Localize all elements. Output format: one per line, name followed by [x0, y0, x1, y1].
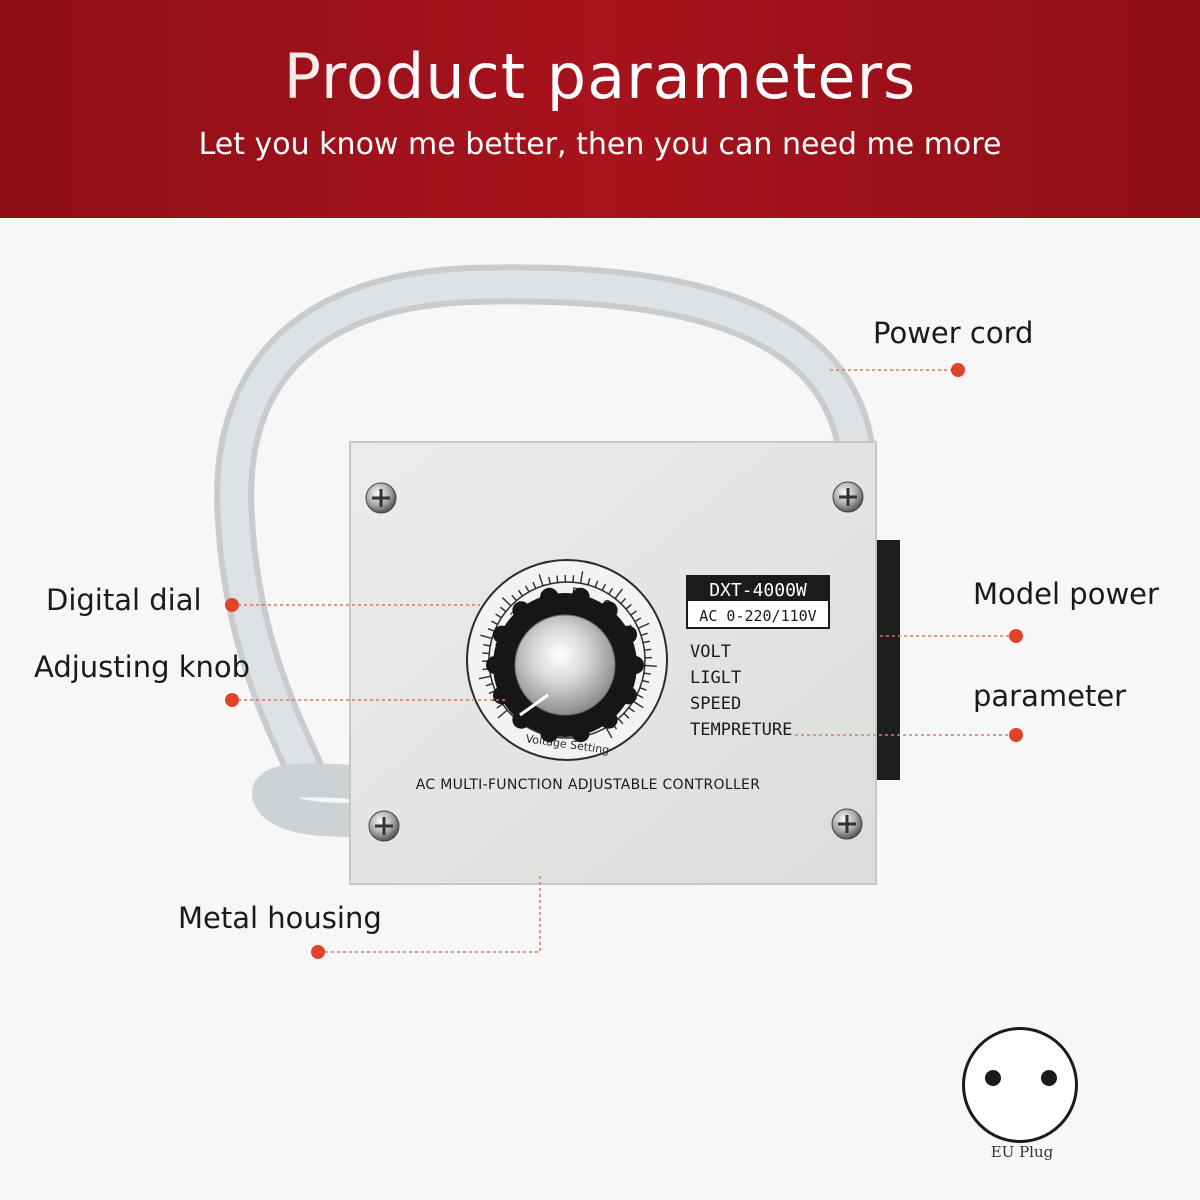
dial-tick — [642, 640, 651, 644]
dial-tick — [483, 643, 491, 647]
knob-ridge — [626, 656, 644, 674]
model-label: DXT-4000W AC 0-220/110V — [686, 575, 830, 629]
function-volt: VOLT — [690, 642, 731, 662]
dial-tick — [639, 687, 647, 691]
plug-label: EU Plug — [990, 1143, 1054, 1161]
header-banner: Product parameters Let you know me bette… — [0, 0, 1200, 218]
plug-pin-icon — [985, 1070, 1001, 1086]
knob-ridge — [486, 656, 504, 674]
knob-ridge — [540, 587, 559, 606]
callout-lines — [232, 369, 1016, 953]
dial-tick — [634, 617, 642, 623]
dial-tick — [497, 709, 508, 719]
knob-ridge — [512, 601, 531, 620]
callout-power-cord: Power cord — [873, 316, 1034, 350]
dial-tick — [630, 610, 637, 616]
function-speed: SPEED — [690, 694, 741, 714]
dial-tick — [538, 574, 544, 587]
screw-icon — [832, 481, 864, 513]
model-name: DXT-4000W — [709, 580, 807, 601]
function-light: LIGLT — [690, 668, 741, 688]
callout-adjusting-knob: Adjusting knob — [34, 650, 251, 684]
dial-tick — [614, 588, 623, 599]
dial-tick — [495, 613, 502, 619]
model-voltage: AC 0-220/110V — [699, 607, 816, 625]
function-list: VOLT LIGLT SPEED TEMPRETURE — [690, 642, 792, 740]
dial-tick — [620, 597, 627, 604]
plug-pin-icon — [1041, 1070, 1057, 1086]
dial-tick — [637, 622, 650, 629]
dial-tick — [579, 571, 584, 584]
dial-tick — [517, 589, 524, 597]
knob-ridge — [619, 686, 638, 705]
controller-label: AC MULTI-FUNCTION ADJUSTABLE CONTROLLER — [416, 777, 760, 793]
dial-tick — [640, 632, 648, 637]
knob-ridge — [540, 724, 559, 743]
callout-digital-dial: Digital dial — [46, 583, 202, 617]
dial-tick — [478, 675, 491, 680]
knob-ridge — [571, 587, 590, 606]
dial-tick — [487, 628, 495, 632]
screw-icon — [831, 808, 863, 840]
dial-tick — [623, 712, 630, 719]
callout-parameter: parameter — [973, 679, 1127, 713]
dial-tick — [572, 575, 575, 583]
knob-ridge — [512, 710, 531, 729]
dial-tick — [628, 707, 635, 713]
knob-ridge — [571, 724, 590, 743]
banner-title: Product parameters — [0, 40, 1200, 113]
side-bracket — [874, 540, 900, 780]
knob-ridge — [492, 686, 511, 705]
dial-tick — [587, 577, 591, 586]
dial-tick — [601, 583, 606, 591]
callout-dots — [225, 363, 1023, 959]
function-temperature: TEMPRETURE — [690, 720, 792, 740]
dial-tick — [485, 682, 493, 687]
dial-tick — [482, 652, 490, 655]
dial-tick — [605, 727, 613, 739]
dial-tick — [556, 575, 559, 583]
power-cord — [214, 264, 875, 837]
knob-ridge — [619, 625, 638, 644]
dial-tick — [632, 700, 644, 709]
knob-ridge — [492, 625, 511, 644]
eu-plug-icon — [962, 1027, 1078, 1143]
banner-subtitle: Let you know me better, then you can nee… — [198, 127, 1002, 162]
screw-icon — [368, 810, 400, 842]
dial-tick — [644, 648, 652, 651]
dial-tick — [643, 672, 651, 675]
dial-tick — [496, 703, 504, 709]
dial-tick — [608, 587, 614, 595]
dial-tick — [532, 581, 537, 589]
screw-icon — [365, 482, 397, 514]
dial-tick — [625, 603, 632, 610]
dial-tick — [480, 634, 493, 640]
adjusting-knob[interactable] — [486, 587, 644, 743]
dial-tick — [642, 679, 650, 683]
dial-tick — [548, 576, 551, 584]
dial-tick — [524, 585, 530, 593]
dial-tick — [594, 580, 599, 588]
dial-tick — [617, 718, 624, 725]
dial-tick — [499, 606, 507, 613]
dial-tick — [636, 694, 644, 699]
callout-model-power: Model power — [973, 577, 1159, 611]
dial-tick — [501, 596, 512, 607]
dial-tick — [644, 664, 657, 667]
knob-ridge — [599, 710, 618, 729]
dial-tick — [511, 594, 517, 602]
knob-ridge — [599, 601, 618, 620]
dial-tick — [491, 620, 498, 625]
callout-metal-housing: Metal housing — [178, 901, 382, 935]
